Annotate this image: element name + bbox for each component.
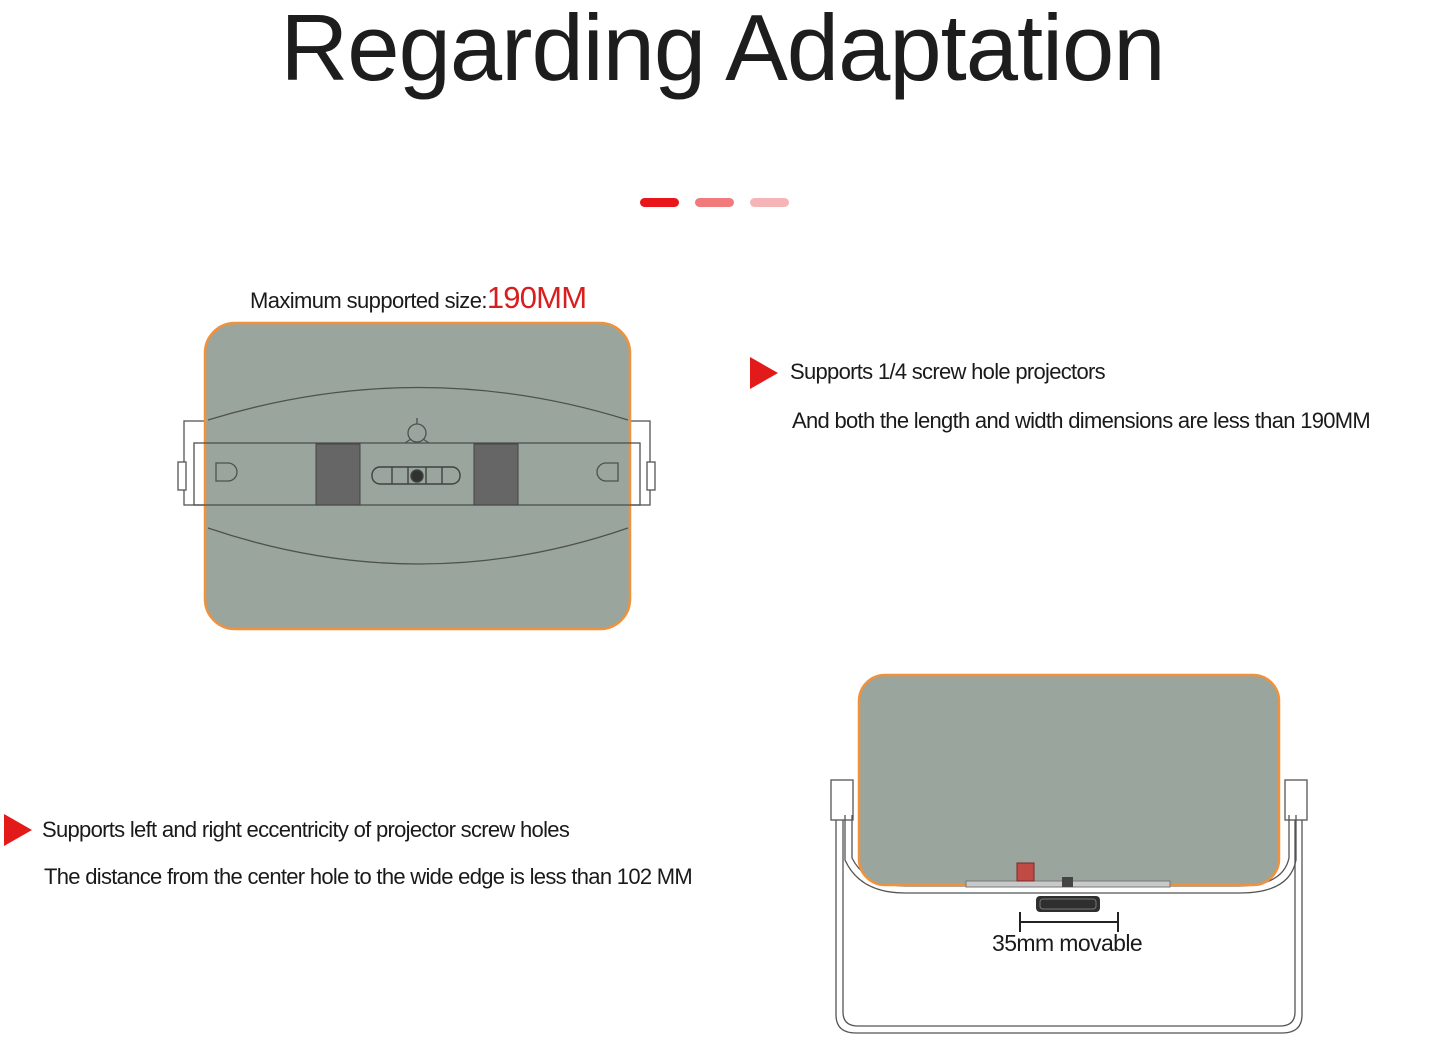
movable-range-marker <box>1019 912 1119 932</box>
indicator-dash-3 <box>750 198 789 207</box>
feature-eccentricity-detail: The distance from the center hole to the… <box>44 864 693 889</box>
arrow-icon <box>4 814 32 846</box>
feature-eccentricity-title: Supports left and right eccentricity of … <box>42 817 570 842</box>
page-title: Regarding Adaptation <box>280 0 1165 100</box>
mount-plate-top <box>193 386 641 565</box>
projector-front-view <box>857 673 1281 887</box>
feature-screw-hole: Supports 1/4 screw hole projectors And b… <box>790 359 1371 434</box>
max-size-text: Maximum supported size: <box>250 288 487 313</box>
indicator-dash-2 <box>695 198 734 207</box>
center-slot <box>371 466 461 485</box>
arrow-icon <box>750 357 778 389</box>
movable-range-label: 35mm movable <box>992 930 1143 956</box>
max-size-value: 190MM <box>486 280 587 315</box>
feature-eccentricity: Supports left and right eccentricity of … <box>42 817 693 890</box>
rubber-pads <box>315 443 519 506</box>
feature-screw-hole-detail: And both the length and width dimensions… <box>792 408 1371 433</box>
max-size-label: Maximum supported size:190MM <box>250 280 587 316</box>
indicator-dash-1 <box>640 198 679 207</box>
mount-plate-front <box>965 862 1171 912</box>
feature-screw-hole-title: Supports 1/4 screw hole projectors <box>790 359 1106 384</box>
